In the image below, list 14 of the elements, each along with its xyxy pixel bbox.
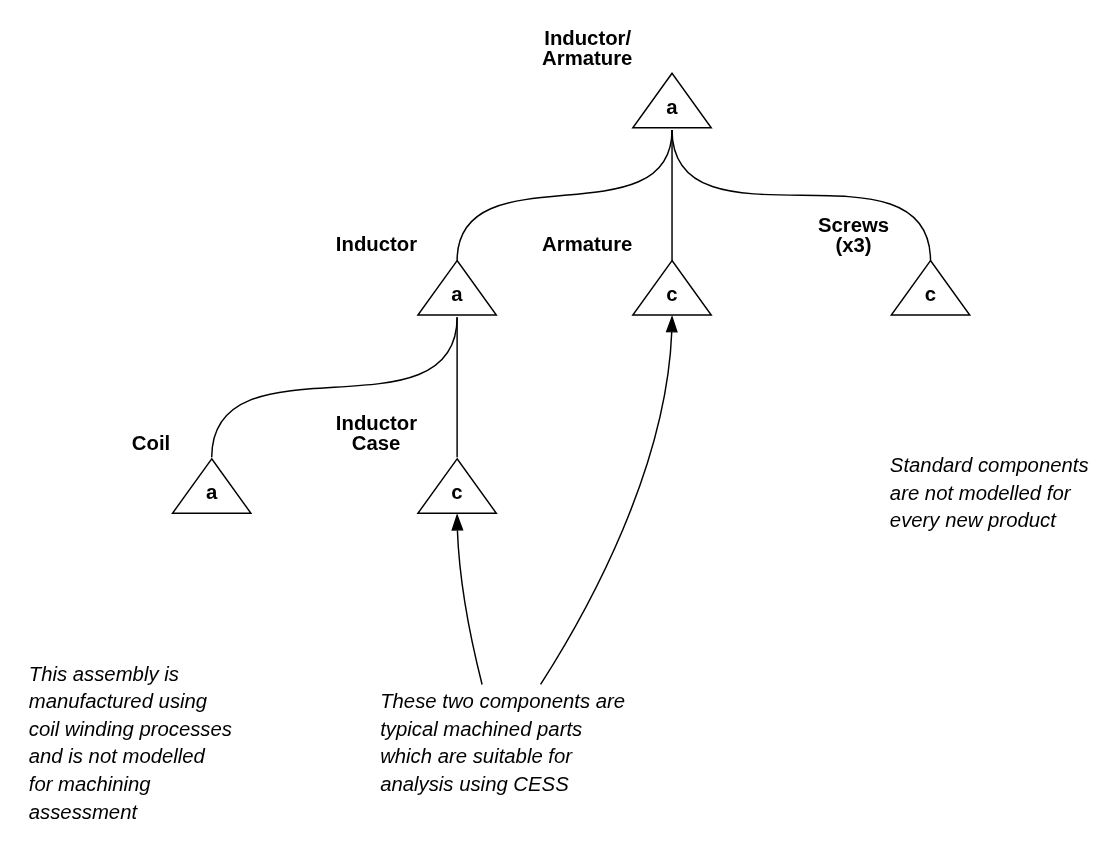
node-label: Inductor Case xyxy=(335,411,418,454)
node-label: Armature xyxy=(542,232,633,255)
connector xyxy=(211,316,458,458)
label: This assembly is manufactured using coil winding processes and is not modelled for machining assessment xyxy=(28,662,232,823)
connector xyxy=(671,128,932,261)
node-label: Coil xyxy=(131,431,171,454)
arrow xyxy=(539,314,678,685)
connector xyxy=(456,316,458,458)
node-label: Inductor/ Armature xyxy=(542,26,633,69)
node-label: Screws (x3) xyxy=(817,213,890,256)
node-label: Inductor xyxy=(335,232,418,255)
node-text: These two components are typical machined parts which are suitable for analysis using CESS xyxy=(380,689,626,795)
label: Standard components are not modelled for every new product xyxy=(889,453,1089,531)
arrow xyxy=(451,512,483,685)
